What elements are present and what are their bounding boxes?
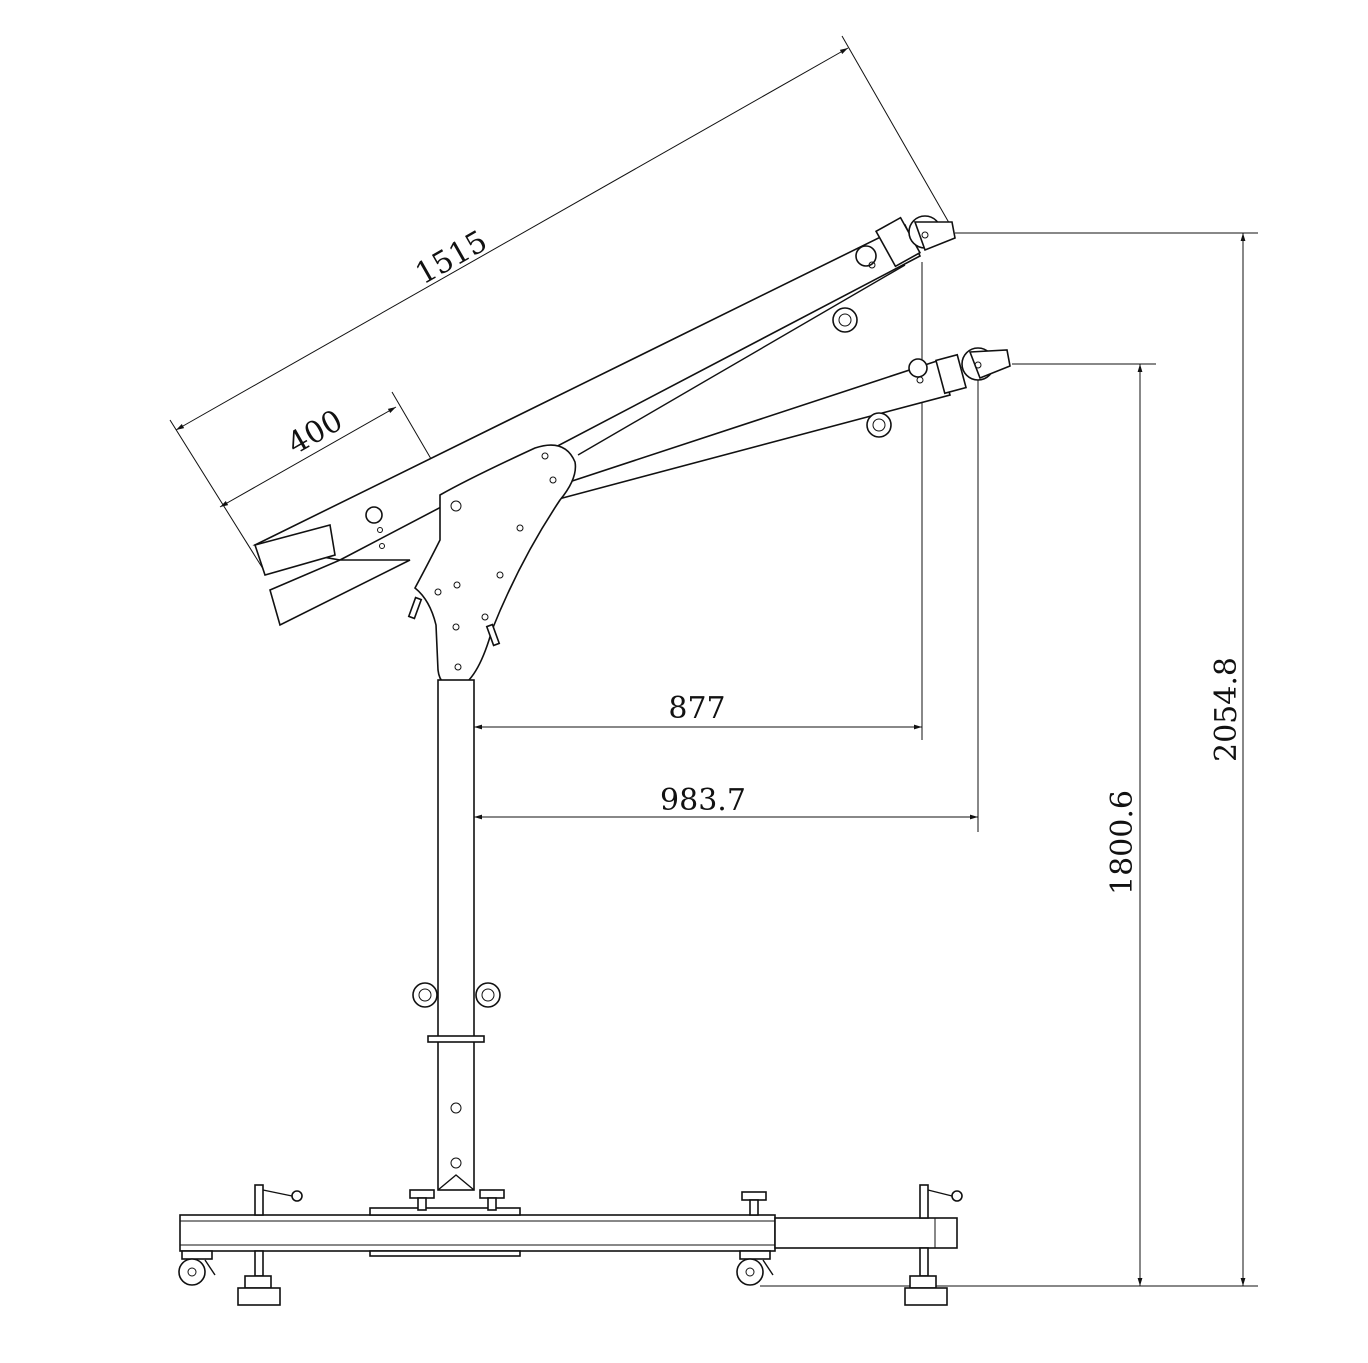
- dimension-height-1800: 1800.6: [760, 363, 1156, 1287]
- caster-right: [736, 1250, 774, 1286]
- upper-boom: [252, 215, 956, 627]
- dimension-reach-877: 877: [474, 262, 923, 740]
- boom-brace: [577, 264, 906, 456]
- caster-left: [178, 1250, 216, 1286]
- lower-boom: [553, 347, 1011, 502]
- mast-head-plate: [407, 444, 577, 689]
- dimension-height-2054: 2054.8: [955, 232, 1258, 1287]
- dimension-label-983-7: 983.7: [660, 783, 746, 818]
- dimension-label-1800-6: 1800.6: [1105, 790, 1140, 895]
- dimension-reach-983: 983.7: [474, 378, 979, 832]
- mast: [412, 679, 501, 1191]
- dimension-label-2054-8: 2054.8: [1209, 657, 1244, 762]
- dimension-label-1515: 1515: [410, 224, 494, 292]
- base-frame: [178, 1184, 963, 1306]
- dimension-label-877: 877: [668, 691, 725, 726]
